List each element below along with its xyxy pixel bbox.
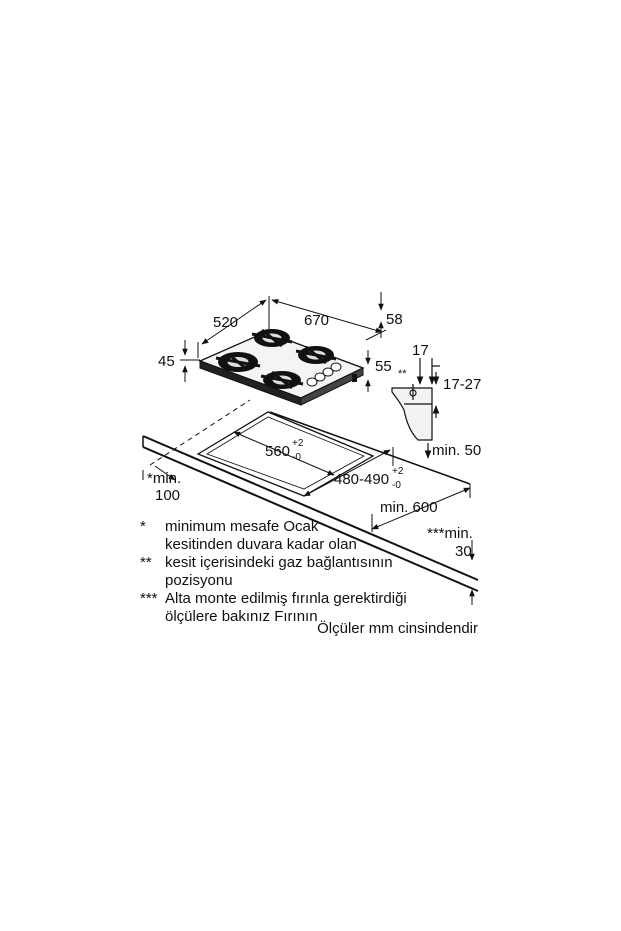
countertop: [142, 435, 479, 592]
footnote-1: * minimum mesafe Ocak kesitinden duvara …: [140, 518, 485, 554]
dim-depth: 670: [304, 312, 329, 329]
footnote-3-line-2: ölçülere bakınız Fırının: [165, 608, 318, 625]
footnote-1-mark: *: [140, 518, 146, 535]
footnote-3-line-1: Alta monte edilmiş fırınla gerektirdiği: [165, 590, 407, 607]
countertop-profile-icon: [391, 358, 440, 459]
dim-cutout-width-base: 560: [265, 443, 290, 460]
dim-side-17-27: 17-27: [443, 376, 481, 393]
footnote-2-line-2: pozisyonu: [165, 572, 233, 589]
footnote-2-line-1: kesit içerisindeki gaz bağlantısının: [165, 554, 393, 571]
dim-min-50: min. 50: [432, 442, 481, 459]
worktop-back-edge: [269, 411, 471, 485]
dim-cutout-width: 560 +2 -0: [265, 438, 304, 463]
dim-bottom-min-label: ***min.: [427, 525, 473, 542]
footnotes: * minimum mesafe Ocak kesitinden duvara …: [140, 518, 485, 626]
footnote-2: ** kesit içerisindeki gaz bağlantısının …: [140, 554, 485, 590]
dim-height-left: 45: [158, 353, 175, 370]
dim-cutout-depth-sup: +2: [392, 466, 404, 477]
dim-cutout-depth-sub: -0: [392, 480, 401, 491]
units-note: Ölçüler mm cinsindendir: [317, 620, 478, 637]
dim-gas-height: 55: [375, 358, 392, 375]
dim-wall-min-label: *min.: [147, 470, 181, 487]
burner-front: [260, 370, 304, 390]
dim-width: 520: [213, 314, 238, 331]
footnote-2-mark: **: [140, 554, 152, 571]
dim-min-600: min. 600: [380, 499, 438, 516]
footnote-1-line-2: kesitinden duvara kadar olan: [165, 536, 357, 553]
dimension-lines: [142, 292, 475, 605]
footnote-3: *** Alta monte edilmiş fırınla gerektird…: [140, 590, 485, 626]
burner-left: [215, 352, 261, 372]
control-knobs: [306, 362, 342, 387]
dim-cutout-depth-base: 480-490: [334, 471, 389, 488]
dim-cutout-width-sup: +2: [292, 438, 304, 449]
gas-hob-4-burner-icon: [198, 328, 365, 406]
dim-cutout-depth: 480-490 +2 -0: [334, 466, 404, 491]
worktop-dashed-edge: [149, 399, 251, 466]
footnote-1-line-1: minimum mesafe Ocak: [165, 518, 319, 535]
dim-height-right: 58: [386, 311, 403, 328]
dim-cutout-width-sub: -0: [292, 452, 301, 463]
burner-right: [295, 345, 337, 365]
dim-side-17: 17: [412, 342, 429, 359]
dim-wall-min-value: 100: [155, 487, 180, 504]
dim-bottom-min-value: 30: [455, 543, 472, 560]
footnote-3-mark: ***: [140, 590, 158, 607]
gas-connection-marker: **: [398, 368, 407, 380]
